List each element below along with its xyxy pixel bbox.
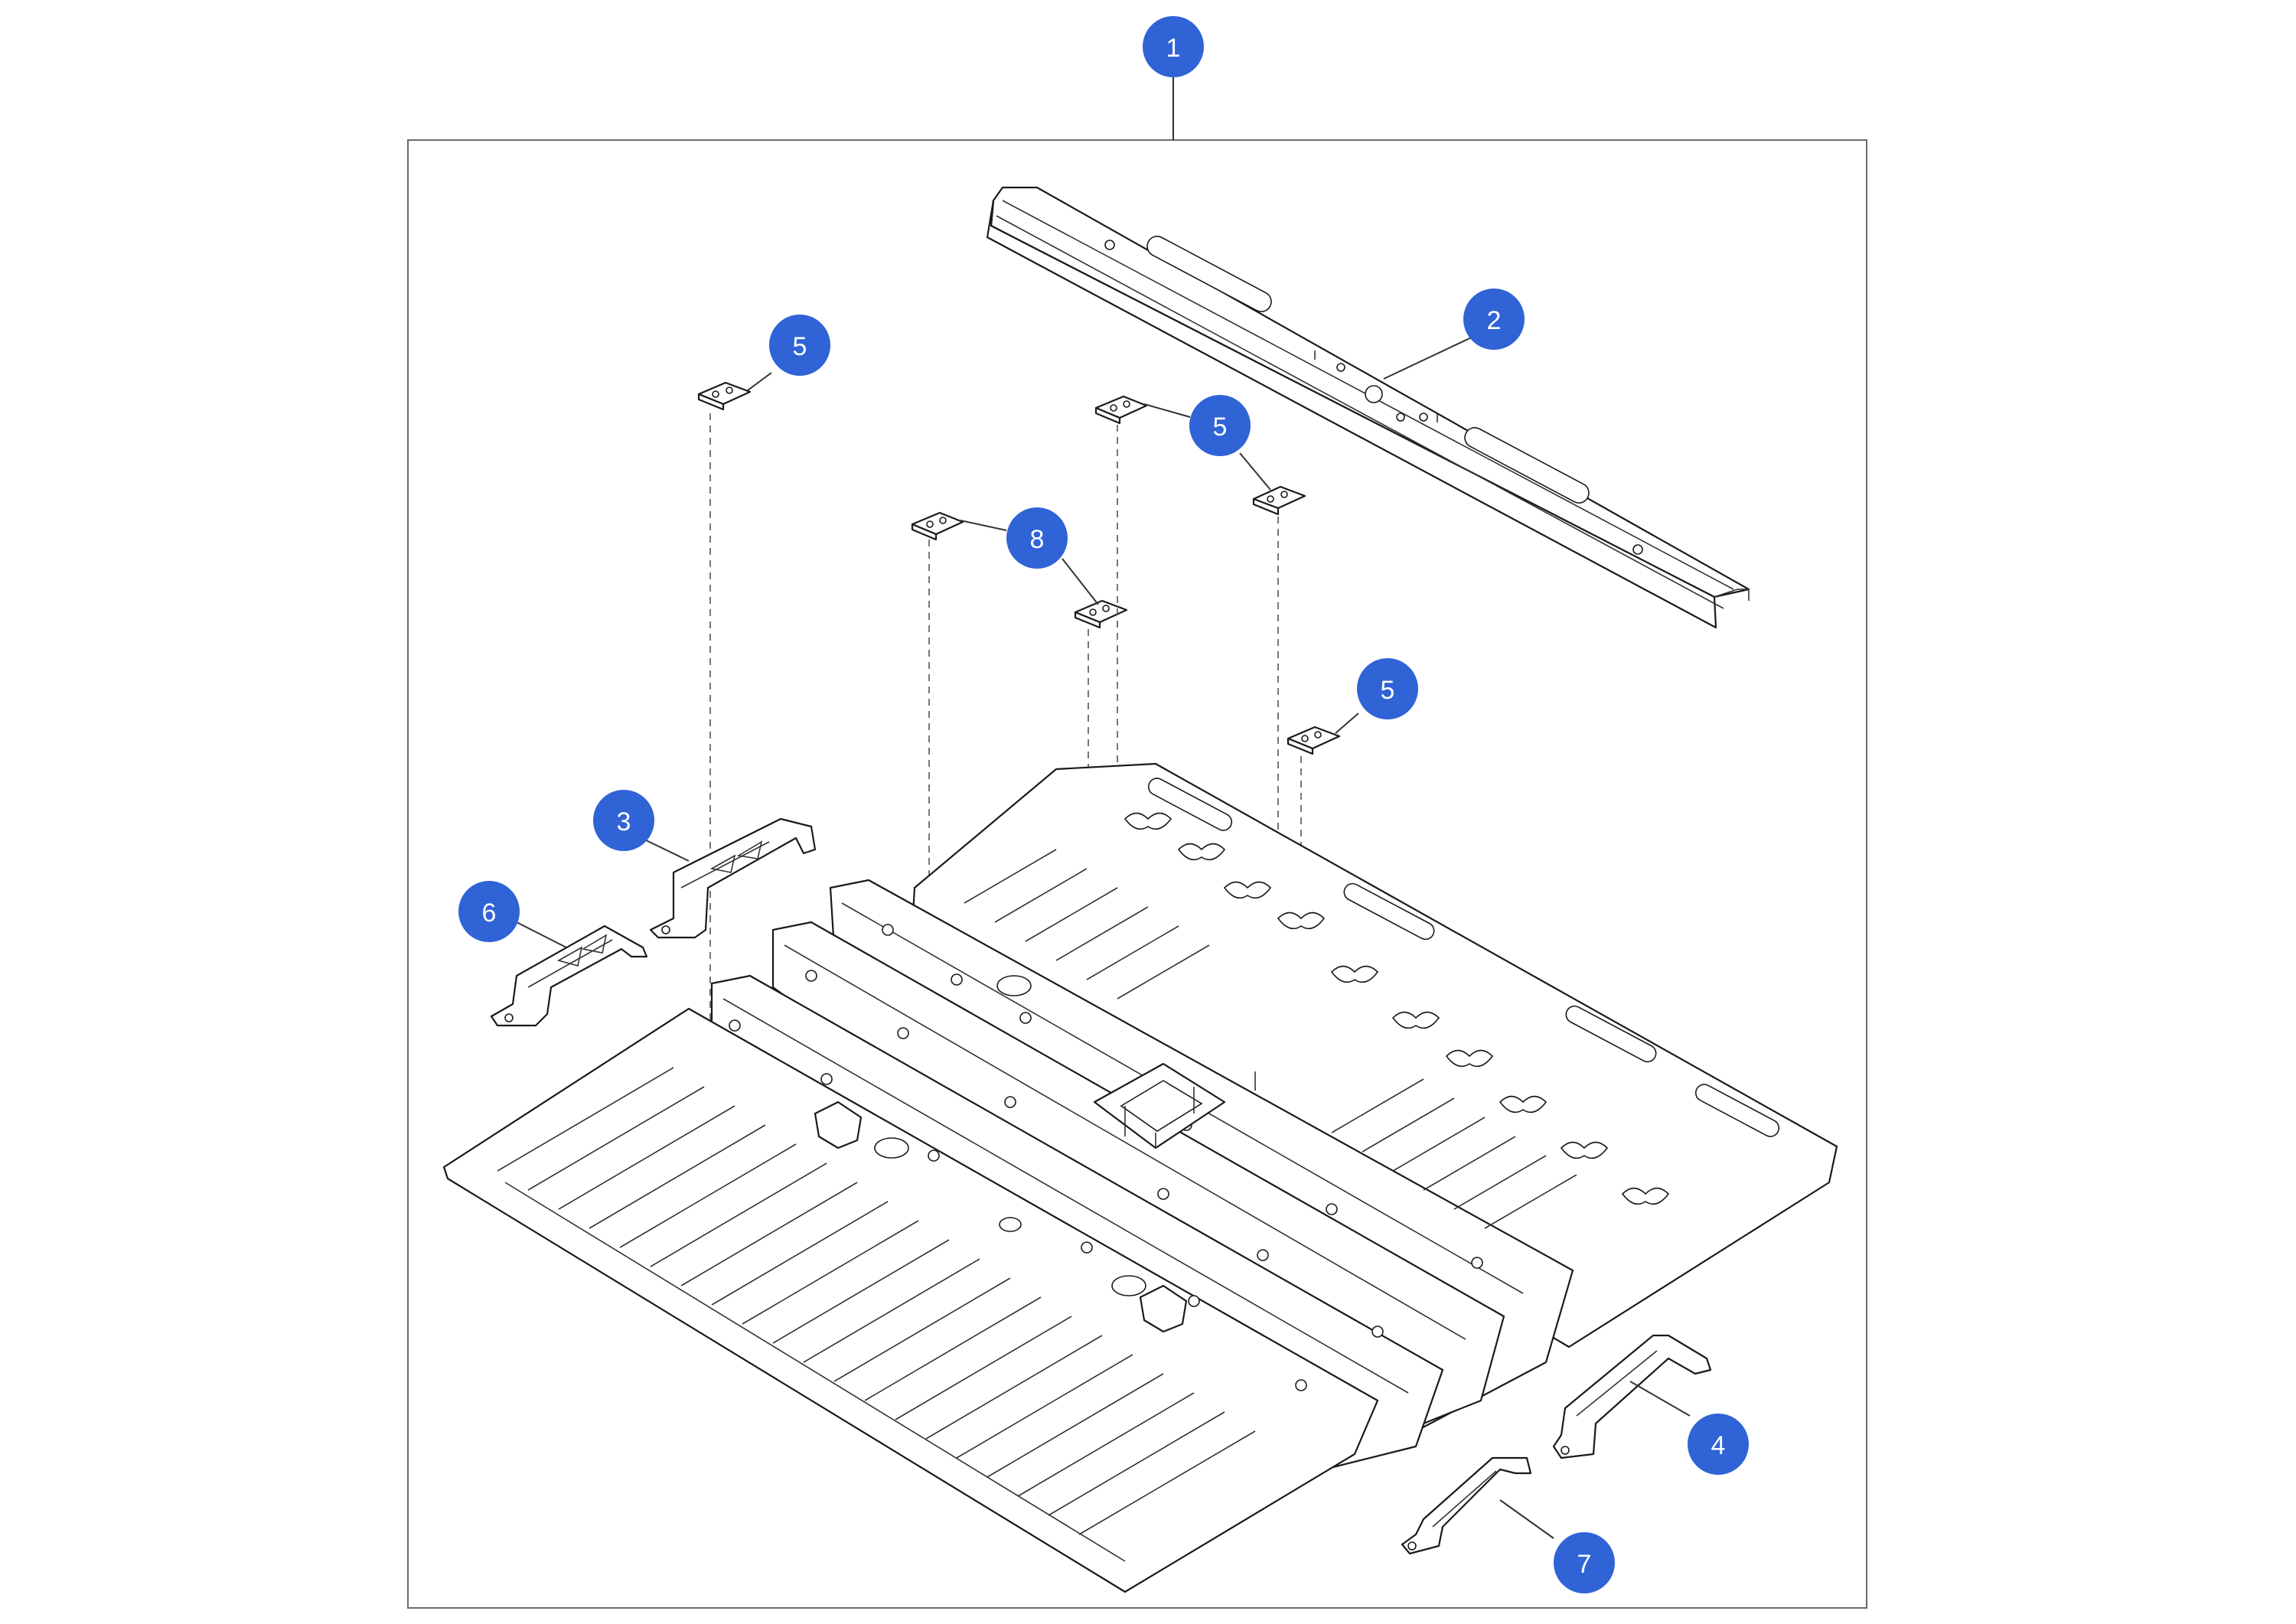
- center-mount: [1093, 1062, 1256, 1150]
- bracket-part-3: [649, 817, 817, 939]
- plate-5a: [697, 381, 752, 411]
- callout-4[interactable]: 4: [1688, 1414, 1749, 1475]
- callout-8[interactable]: 8: [1006, 507, 1068, 569]
- callout-circle-7: [1554, 1532, 1615, 1593]
- leader-5b-bottom: [1239, 452, 1271, 491]
- callout-label-2: 2: [1487, 306, 1502, 335]
- tab-left: [814, 1101, 863, 1150]
- leader-3: [641, 837, 690, 862]
- callout-circle-3: [593, 790, 654, 851]
- callout-label-6: 6: [482, 898, 497, 928]
- tab-right: [1139, 1284, 1188, 1333]
- leader-5a: [747, 372, 772, 391]
- plate-5c: [1252, 485, 1306, 516]
- callout-label-4: 4: [1711, 1431, 1726, 1460]
- callout-5b[interactable]: 5: [1189, 395, 1251, 456]
- callouts: 1 2 3 4 5 5 5 6: [458, 16, 1749, 1593]
- front-panel-slots: [497, 1067, 1256, 1562]
- bracket-part-7: [1401, 1456, 1532, 1555]
- callout-5c[interactable]: 5: [1357, 658, 1418, 719]
- callout-circle-8: [1006, 507, 1068, 569]
- plate-5d: [1287, 726, 1341, 755]
- callout-3[interactable]: 3: [593, 790, 654, 851]
- plate-8b: [1074, 599, 1128, 629]
- leader-6: [516, 921, 567, 948]
- callout-circle-5c: [1357, 658, 1418, 719]
- callout-label-3: 3: [617, 807, 631, 836]
- callout-circle-1: [1143, 16, 1204, 77]
- callout-label-1: 1: [1166, 34, 1181, 63]
- callout-7[interactable]: 7: [1554, 1532, 1615, 1593]
- callout-5a[interactable]: 5: [769, 315, 830, 376]
- callout-circle-5b: [1189, 395, 1251, 456]
- callout-circle-2: [1463, 289, 1525, 350]
- leader-5c: [1335, 713, 1359, 734]
- callout-label-5c: 5: [1381, 676, 1395, 705]
- callout-2[interactable]: 2: [1463, 289, 1525, 350]
- bracket-part-6: [490, 925, 648, 1027]
- bracket-part-4: [1552, 1334, 1712, 1459]
- plate-5b: [1094, 395, 1148, 425]
- callout-circle-5a: [769, 315, 830, 376]
- leader-4: [1629, 1381, 1691, 1417]
- callout-6[interactable]: 6: [458, 881, 520, 942]
- callout-label-5a: 5: [793, 332, 807, 361]
- floor-assembly: [442, 762, 1838, 1593]
- callout-circle-6: [458, 881, 520, 942]
- leader-8-top: [960, 520, 1007, 531]
- leader-8-bottom: [1062, 558, 1099, 605]
- leader-5b-top: [1143, 403, 1191, 418]
- callout-circle-4: [1688, 1414, 1749, 1475]
- plate-8a: [911, 511, 964, 541]
- cross-member-part: [986, 186, 1750, 629]
- callout-label-7: 7: [1577, 1550, 1592, 1579]
- leader-7: [1499, 1499, 1554, 1539]
- callout-label-8: 8: [1030, 525, 1045, 554]
- assembly-frame: [407, 139, 1867, 1609]
- callout-label-5b: 5: [1213, 413, 1228, 442]
- rear-panel-slots: [964, 778, 1780, 1229]
- callout-1[interactable]: 1: [1143, 16, 1204, 77]
